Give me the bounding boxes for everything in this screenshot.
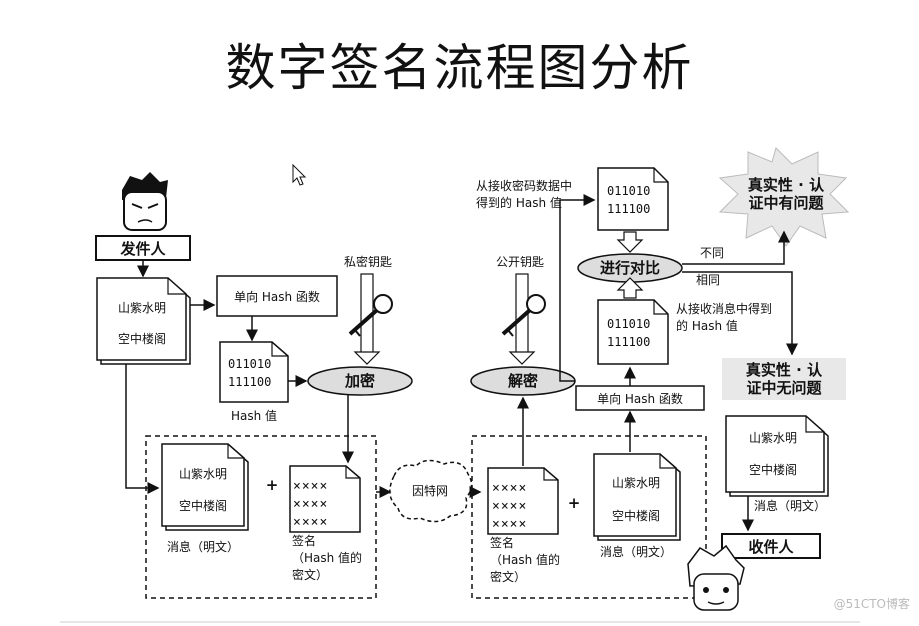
decrypt-label: 解密 bbox=[508, 372, 538, 390]
sent-signature-caption-1: 签名 bbox=[292, 533, 316, 548]
sender-message-doc bbox=[96, 277, 191, 365]
hash-function-label: 单向 Hash 函数 bbox=[234, 289, 320, 304]
received-package-group bbox=[471, 435, 707, 599]
received-signature-doc bbox=[487, 467, 559, 535]
compare-same-arrow bbox=[682, 271, 798, 356]
received-message-caption: 消息（明文） bbox=[600, 544, 672, 559]
encrypt-label: 加密 bbox=[344, 372, 375, 390]
from-message-line-2: 的 Hash 值 bbox=[676, 318, 738, 333]
receiver-label: 收件人 bbox=[748, 538, 794, 556]
sent-signature-row-3: ×××× bbox=[293, 515, 328, 530]
arrow-signature-hash-to-compare bbox=[616, 231, 644, 253]
sent-message-caption: 消息（明文） bbox=[167, 539, 239, 554]
message-hash-doc bbox=[597, 299, 669, 365]
result-ok-box bbox=[722, 358, 846, 400]
compare-label: 进行对比 bbox=[600, 259, 660, 277]
sent-package-group bbox=[145, 435, 377, 599]
public-key-icon bbox=[501, 273, 546, 365]
message-line-1: 山紫水明 bbox=[118, 301, 166, 315]
sender-box bbox=[95, 235, 191, 261]
sent-signature-row-1: ×××× bbox=[293, 479, 328, 494]
watermark: @51CTO博客 bbox=[834, 596, 910, 611]
flow-connectors bbox=[125, 194, 798, 532]
received-signature-row-1: ×××× bbox=[492, 481, 527, 496]
signature-hash-bits-1: 011010 bbox=[607, 184, 650, 198]
hash-value-doc bbox=[219, 341, 289, 403]
public-key-label: 公开钥匙 bbox=[496, 255, 544, 269]
sender-label: 发件人 bbox=[119, 240, 166, 258]
signature-hash-bits-2: 111100 bbox=[607, 202, 650, 216]
message-hash-bits-2: 111100 bbox=[607, 335, 650, 349]
result-ok-line-1: 真实性 · 认 bbox=[746, 361, 823, 379]
plus-sign-left: + bbox=[266, 476, 279, 494]
sent-message-line-1: 山紫水明 bbox=[179, 467, 227, 481]
hash-bits-line-1: 011010 bbox=[228, 357, 271, 371]
internet-cloud bbox=[389, 459, 473, 523]
hash-function-box bbox=[216, 275, 338, 317]
sent-signature-caption-3: 密文） bbox=[292, 567, 328, 582]
decrypt-to-signature-hash-arrow bbox=[559, 194, 596, 382]
receiver-hash-function-box bbox=[575, 385, 705, 411]
receiver-avatar bbox=[687, 544, 745, 611]
different-label: 不同 bbox=[700, 246, 724, 260]
final-message-line-2: 空中楼阁 bbox=[749, 462, 797, 477]
message-hash-bits-1: 011010 bbox=[607, 317, 650, 331]
private-key-label: 私密钥匙 bbox=[344, 254, 392, 269]
internet-label: 因特网 bbox=[412, 483, 448, 498]
received-signature-caption-3: 密文） bbox=[490, 569, 526, 584]
sender-avatar bbox=[122, 172, 168, 231]
from-signature-line-2: 得到的 Hash 值 bbox=[476, 195, 562, 210]
result-bad-line-1: 真实性 · 认 bbox=[748, 176, 825, 194]
from-message-line-1: 从接收消息中得到 bbox=[676, 301, 772, 316]
final-message-line-1: 山紫水明 bbox=[749, 431, 797, 445]
received-signature-caption-2: （Hash 值的 bbox=[490, 552, 560, 567]
sent-signature-caption-2: （Hash 值的 bbox=[292, 550, 362, 565]
received-message-line-2: 空中楼阁 bbox=[612, 508, 660, 523]
message-line-2: 空中楼阁 bbox=[118, 331, 166, 346]
result-ok-line-2: 证中无问题 bbox=[746, 379, 822, 397]
signature-hash-doc bbox=[597, 167, 669, 231]
sent-signature-doc bbox=[289, 465, 361, 533]
arrow-message-hash-to-compare bbox=[616, 277, 644, 299]
result-bad-line-2: 证中有问题 bbox=[748, 194, 824, 212]
compare-different-arrow bbox=[682, 230, 790, 265]
sent-message-doc bbox=[161, 443, 249, 531]
same-label: 相同 bbox=[696, 273, 720, 287]
private-key-icon bbox=[348, 273, 393, 365]
received-message-line-1: 山紫水明 bbox=[612, 476, 660, 490]
sent-signature-row-2: ×××× bbox=[293, 497, 328, 512]
received-signature-row-3: ×××× bbox=[492, 517, 527, 532]
final-message-caption: 消息（明文） bbox=[754, 498, 826, 513]
message-to-package-arrow bbox=[125, 364, 160, 494]
received-signature-caption-1: 签名 bbox=[490, 535, 514, 550]
encrypt-node bbox=[307, 366, 413, 396]
received-message-doc bbox=[593, 453, 681, 541]
plus-sign-right: + bbox=[568, 494, 581, 512]
final-message-doc bbox=[725, 415, 829, 497]
hash-value-caption: Hash 值 bbox=[231, 408, 277, 423]
sent-message-line-2: 空中楼阁 bbox=[179, 498, 227, 513]
from-signature-line-1: 从接收密码数据中 bbox=[476, 178, 572, 193]
receiver-hash-function-label: 单向 Hash 函数 bbox=[597, 391, 683, 406]
result-bad-burst bbox=[718, 147, 850, 247]
page-title: 数字签名流程图分析 bbox=[225, 39, 694, 97]
receiver-box bbox=[721, 533, 821, 559]
received-signature-row-2: ×××× bbox=[492, 499, 527, 514]
hash-bits-line-2: 111100 bbox=[228, 375, 271, 389]
mouse-cursor-icon bbox=[292, 163, 307, 186]
